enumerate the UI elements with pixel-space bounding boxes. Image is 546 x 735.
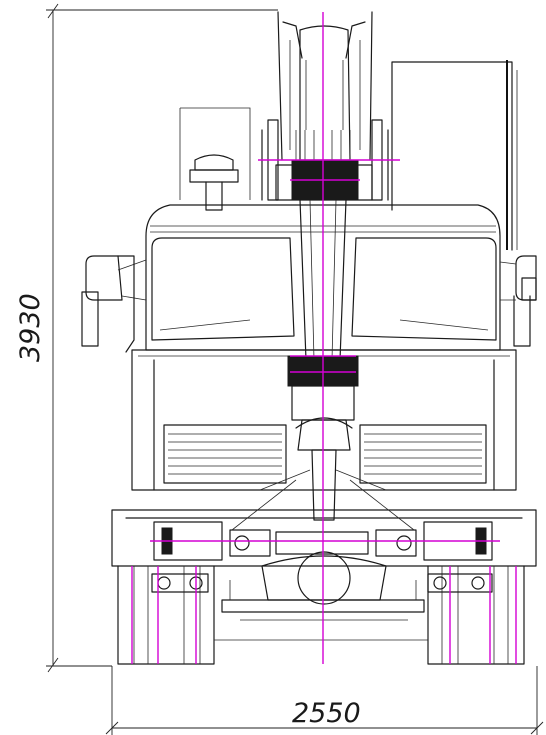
right-mirror: [499, 255, 537, 347]
cab: [131, 204, 517, 491]
front-grille: [163, 424, 487, 484]
left-mirror: [81, 255, 147, 353]
front-axle: [214, 551, 428, 641]
right-wheel: [427, 565, 525, 665]
height-dimension-label: 3930: [15, 293, 46, 362]
width-dimension: 2550: [105, 666, 544, 735]
centerlines: [131, 12, 517, 664]
roof-beacon: [189, 154, 239, 211]
height-dimension: 3930: [15, 3, 278, 673]
rear-body-box: [179, 60, 518, 251]
width-dimension-label: 2550: [292, 698, 361, 729]
left-wheel: [117, 565, 215, 665]
